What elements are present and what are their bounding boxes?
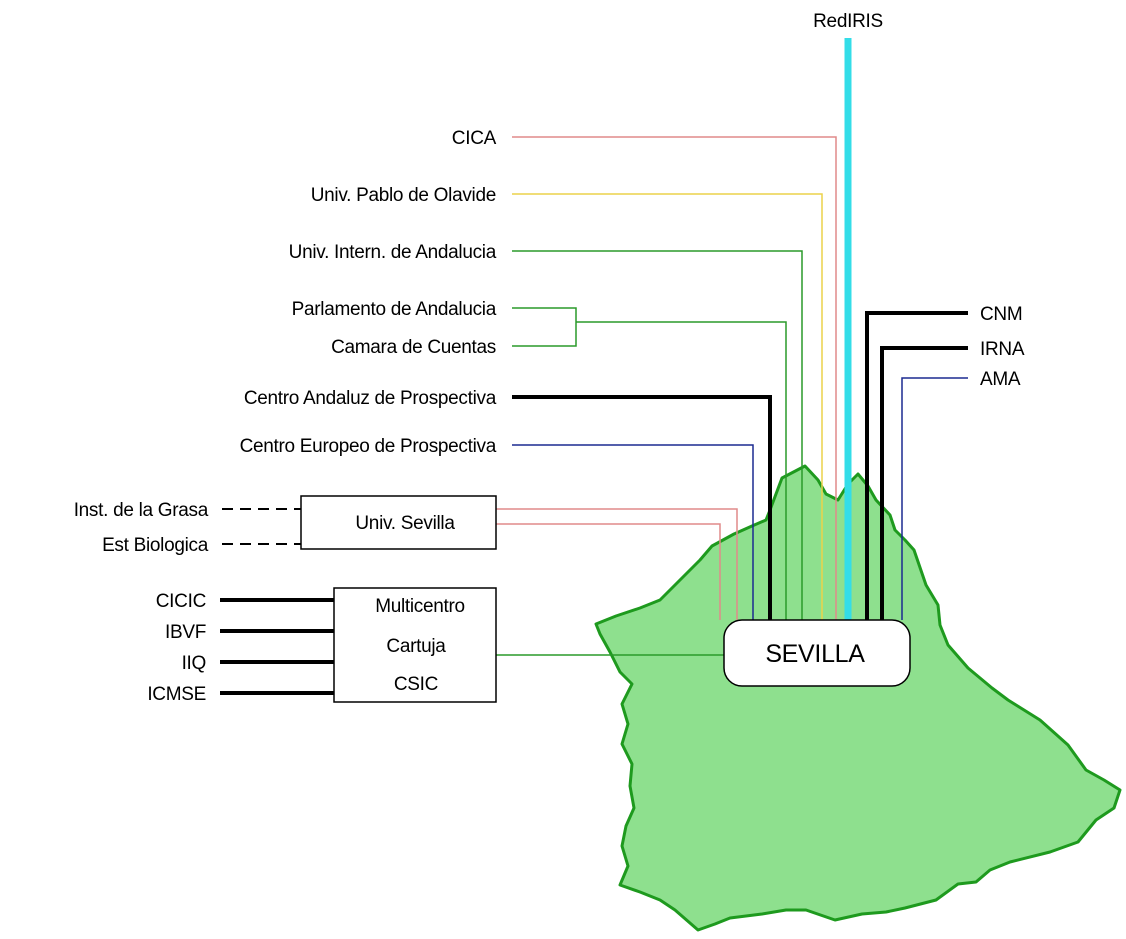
link-olavide [512, 193, 823, 620]
link-parlamento-trunk [576, 321, 787, 620]
link-cica [512, 136, 837, 620]
rediris-label: RedIRIS [813, 11, 883, 32]
node-label-olavide: Univ. Pablo de Olavide [311, 185, 496, 206]
link-ama [901, 377, 968, 620]
member-label-iiq: IIQ [182, 653, 206, 674]
multicentro-line-2: Cartuja [386, 636, 446, 657]
node-label-cica: CICA [452, 128, 497, 149]
node-label-univ-intern: Univ. Intern. de Andalucia [289, 242, 497, 263]
link-centro-europeo [512, 444, 754, 620]
node-label-camara: Camara de Cuentas [331, 337, 496, 358]
multicentro-line-1: Multicentro [375, 596, 465, 617]
link-univ-intern [512, 250, 803, 620]
member-label-inst-grasa: Inst. de la Grasa [74, 500, 209, 521]
sevilla-hub-box [723, 619, 911, 687]
node-label-centro-europeo: Centro Europeo de Prospectiva [240, 436, 497, 457]
node-label-parlamento: Parlamento de Andalucia [292, 299, 497, 320]
link-parlamento [512, 307, 577, 347]
member-label-icmse: ICMSE [147, 684, 206, 705]
node-label-ama: AMA [980, 369, 1021, 390]
sevilla-province-region [594, 464, 1122, 932]
multicentro-box [333, 587, 497, 703]
member-label-cicic: CICIC [156, 591, 206, 612]
multicentro-line-3: CSIC [394, 674, 438, 695]
link-univ-sevilla-b [496, 523, 721, 620]
univ-sevilla-label: Univ. Sevilla [355, 513, 455, 534]
link-univ-sevilla-a [496, 508, 738, 620]
member-label-ibvf: IBVF [165, 622, 206, 643]
member-label-est-biologica: Est Biologica [102, 535, 209, 556]
link-cnm [865, 311, 968, 620]
node-label-cnm: CNM [980, 304, 1022, 325]
link-centro-andaluz [512, 395, 772, 620]
univ-sevilla-box [300, 495, 497, 550]
node-label-irna: IRNA [980, 339, 1025, 360]
link-irna [880, 346, 968, 620]
node-label-centro-andaluz: Centro Andaluz de Prospectiva [244, 388, 497, 409]
sevilla-hub-label: SEVILLA [765, 640, 865, 668]
